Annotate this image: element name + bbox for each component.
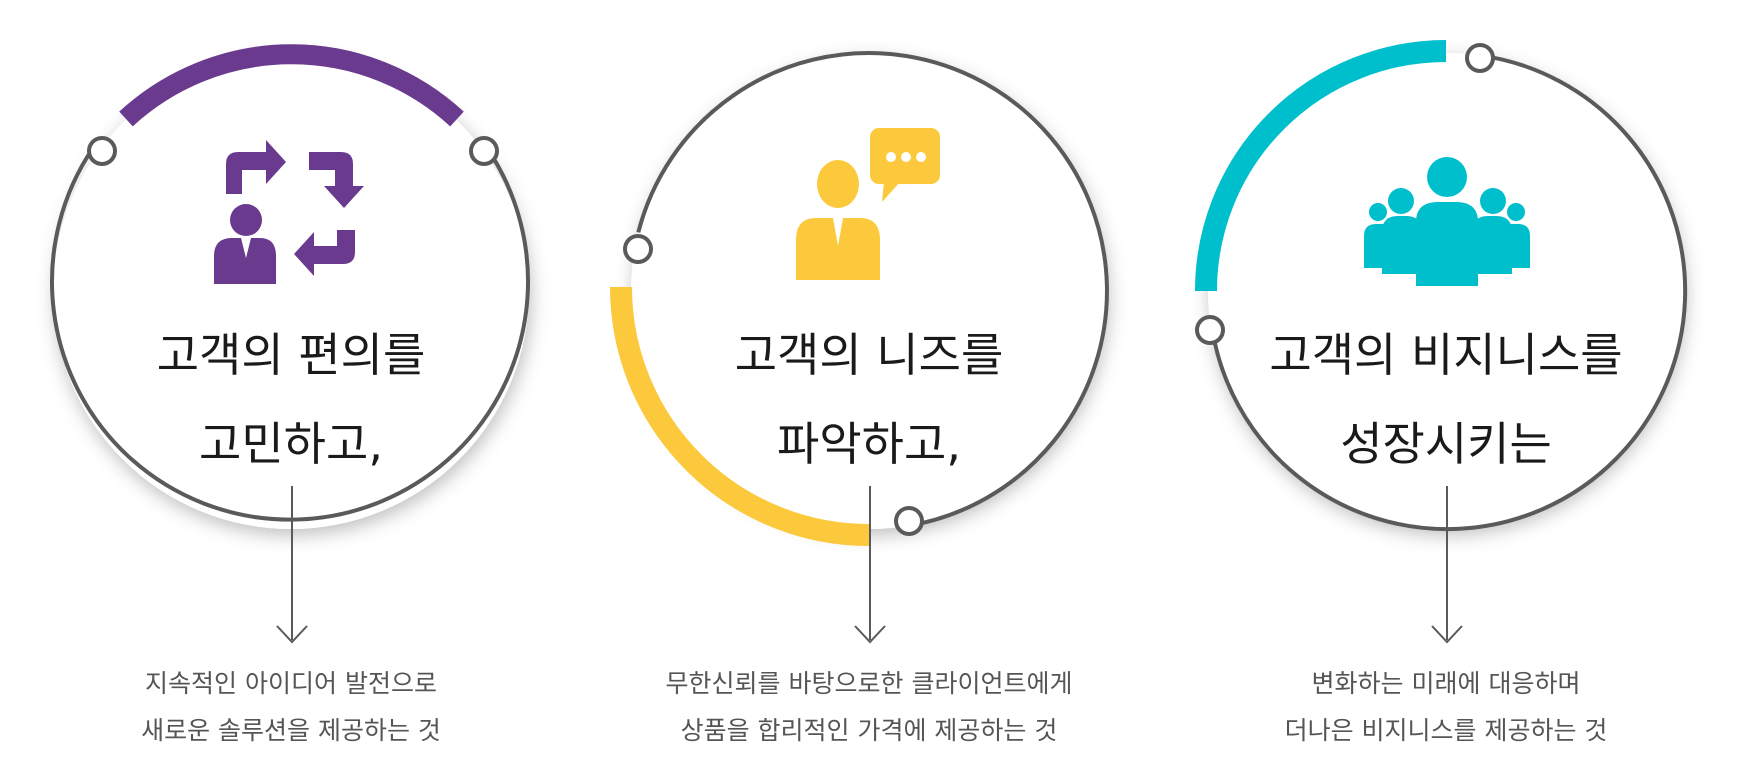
ring-node [87, 136, 117, 166]
value-card-needs: 고객의 니즈를 파악하고, 무한신뢰를 바탕으로한 클라이언트에게 상품을 합리… [578, 0, 1160, 768]
ring-node [1195, 315, 1225, 345]
ring-outline [636, 51, 1109, 528]
ring-disc [631, 53, 1107, 529]
ring-node [894, 506, 924, 536]
accent-arc [119, 44, 464, 127]
accent-arc [610, 286, 870, 546]
ring-graphic [610, 51, 1109, 644]
ring-disc [53, 53, 529, 529]
arrow-head [854, 625, 886, 644]
ring-node [469, 136, 499, 166]
description-line-1: 지속적인 아이디어 발전으로 [145, 669, 437, 698]
ring-graphic [50, 44, 530, 644]
title-line-2: 고민하고, [199, 417, 383, 471]
arrow-head [1431, 625, 1463, 644]
value-card-convenience: 고객의 편의를 고민하고, 지속적인 아이디어 발전으로 새로운 솔루션을 제공… [0, 0, 582, 768]
ring-node [623, 234, 653, 264]
title-line-2: 파악하고, [777, 417, 961, 471]
title-line-1: 고객의 비지니스를 [1269, 328, 1623, 382]
ring-node [1465, 43, 1495, 73]
description-line-1: 무한신뢰를 바탕으로한 클라이언트에게 [665, 669, 1073, 698]
customer-cycle-icon [214, 140, 364, 284]
arrow-head [276, 625, 308, 644]
group-people-icon [1364, 157, 1530, 286]
value-card-business: 고객의 비지니스를 성장시키는 변화하는 미래에 대응하며 더나은 비지니스를 … [1155, 0, 1737, 768]
title-line-1: 고객의 편의를 [156, 328, 426, 382]
ring-outline [1209, 53, 1688, 532]
person-speech-bubble-icon [796, 128, 940, 280]
description-line-2: 상품을 합리적인 가격에 제공하는 것 [680, 716, 1058, 745]
accent-arc [1195, 40, 1447, 292]
title-line-2: 성장시키는 [1340, 417, 1552, 471]
title-line-1: 고객의 니즈를 [734, 328, 1004, 382]
description-line-2: 더나은 비지니스를 제공하는 것 [1284, 716, 1608, 745]
ring-graphic [1195, 40, 1688, 644]
description-line-2: 새로운 솔루션을 제공하는 것 [141, 716, 441, 745]
ring-outline [50, 146, 530, 522]
ring-disc [1208, 53, 1684, 529]
description-line-1: 변화하는 미래에 대응하며 [1311, 669, 1581, 698]
